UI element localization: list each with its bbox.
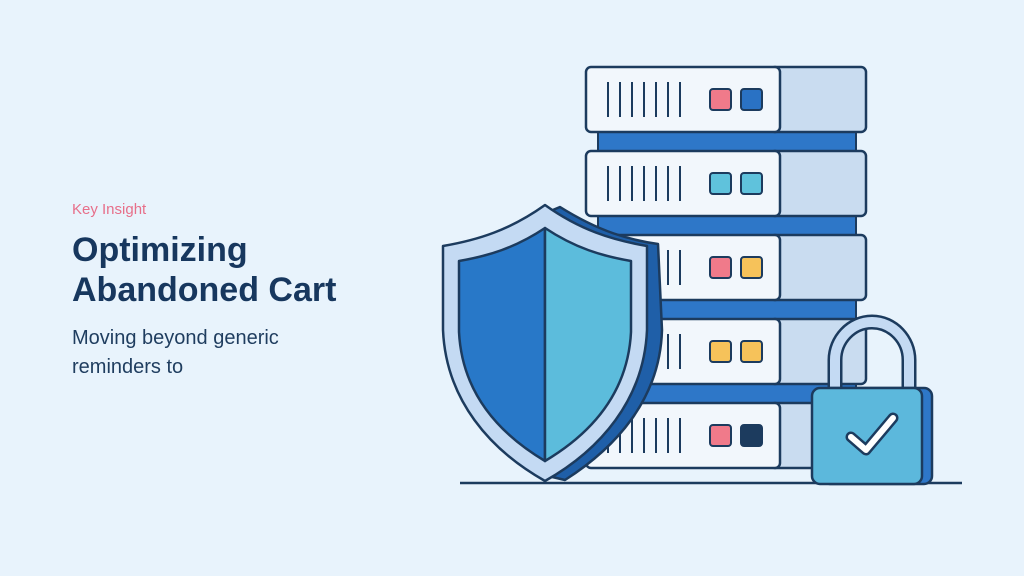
server-band [597, 129, 857, 153]
server-face [584, 65, 782, 134]
status-led [740, 340, 763, 363]
padlock-icon [810, 314, 934, 486]
padlock-shackle-inner [830, 316, 914, 390]
server-face [584, 149, 782, 218]
subtitle: Moving beyond generic reminders to [72, 327, 279, 378]
title-line-1: Optimizing [72, 231, 248, 269]
status-led [709, 172, 732, 195]
server-side-panel [768, 233, 868, 302]
status-led [740, 424, 763, 447]
status-led [709, 88, 732, 111]
status-led [740, 88, 763, 111]
shield-right-half [543, 226, 633, 463]
status-led [740, 256, 763, 279]
status-led [709, 340, 732, 363]
shield-left-half [457, 226, 547, 463]
eyebrow-label: Key Insight [72, 201, 147, 218]
padlock-body [810, 386, 924, 486]
status-led [709, 256, 732, 279]
checkmark-inner [848, 415, 896, 453]
server-band [597, 213, 857, 237]
server-rack-icon [584, 65, 868, 470]
server-unit [584, 149, 868, 237]
shield-icon [441, 203, 664, 483]
status-led [740, 172, 763, 195]
title-line-2: Abandoned Cart [72, 271, 337, 309]
server-side-panel [768, 149, 868, 218]
hero-text: Key Insight Optimizing Abandoned Cart Mo… [72, 200, 402, 382]
status-led [709, 424, 732, 447]
page-title: Optimizing Abandoned Cart [72, 230, 402, 310]
server-unit [584, 65, 868, 153]
server-side-panel [768, 65, 868, 134]
